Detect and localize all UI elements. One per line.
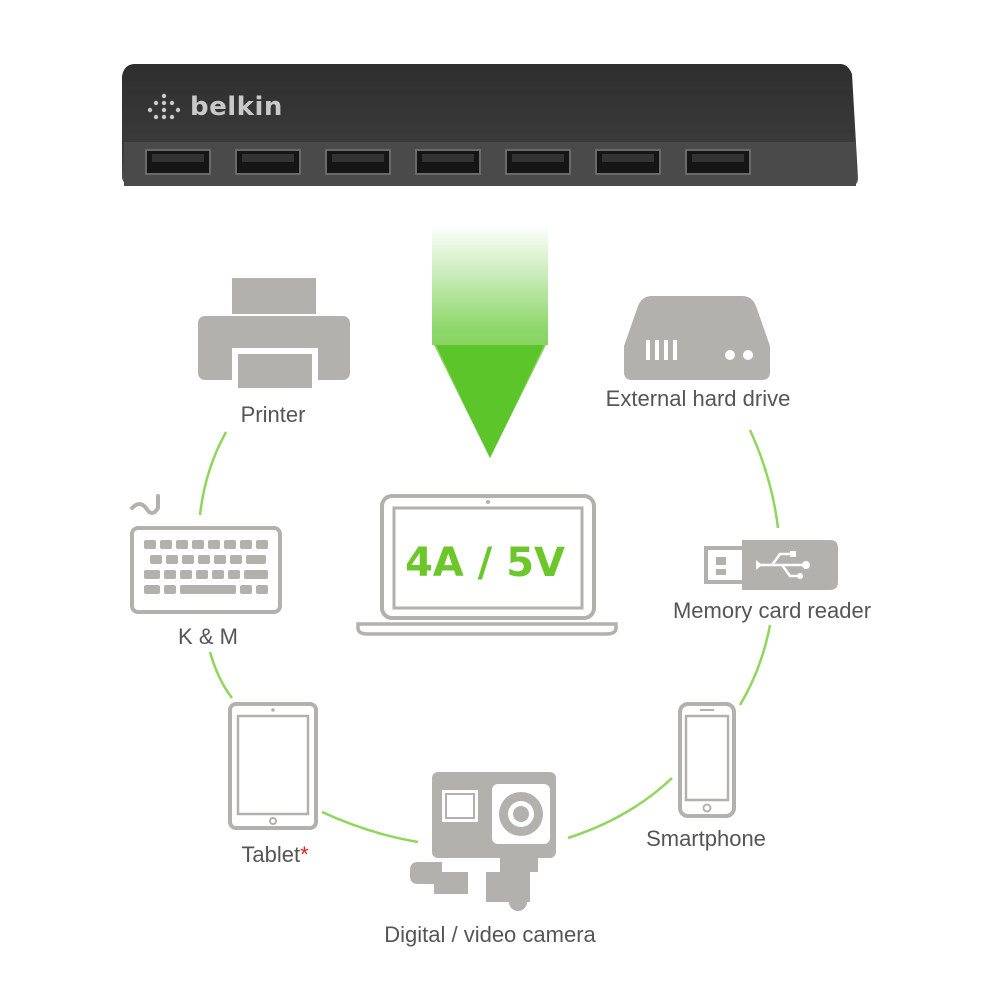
usb-port [325, 149, 391, 175]
device-label-hard-drive: External hard drive [605, 386, 791, 411]
device-label-printer: Printer [240, 402, 306, 427]
action-camera-icon [410, 772, 556, 911]
tablet-label-text: Tablet [241, 842, 301, 867]
usb-port [415, 149, 481, 175]
ring-arc [738, 624, 772, 706]
usb-port [505, 149, 571, 175]
device-label-smartphone: Smartphone [646, 826, 766, 851]
usb-port-row [145, 149, 751, 175]
tablet-icon [228, 702, 318, 830]
connection-ring [198, 429, 780, 844]
hard-drive-icon [624, 296, 770, 380]
ring-arc [567, 777, 673, 840]
down-arrow-icon [432, 225, 548, 458]
usb-drive-icon [704, 540, 838, 590]
belkin-logo-dots-icon [147, 93, 181, 120]
device-label-camera: Digital / video camera [384, 922, 596, 947]
usb-port [145, 149, 211, 175]
device-label-memory-card-reader: Memory card reader [672, 598, 872, 623]
tablet-asterisk: * [300, 842, 309, 867]
usb-port [235, 149, 301, 175]
hub-brand-logo-text: belkin [190, 92, 283, 122]
ring-arc [748, 429, 780, 529]
usb-symbol-icon [760, 552, 806, 578]
smartphone-icon [678, 702, 736, 818]
keyboard-mouse-icon [130, 494, 282, 614]
device-label-keyboard-mouse: K & M [178, 624, 238, 649]
usb-hub [122, 64, 858, 186]
power-spec-label: 4A / 5V [404, 540, 566, 586]
ring-arc [208, 651, 233, 699]
ring-arc [321, 810, 419, 844]
ring-arc [198, 431, 228, 516]
arrow-head [436, 345, 544, 458]
usb-port [685, 149, 751, 175]
printer-icon [198, 278, 350, 394]
laptop-icon [356, 494, 618, 636]
usb-port [595, 149, 661, 175]
device-label-tablet: Tablet* [220, 842, 330, 868]
